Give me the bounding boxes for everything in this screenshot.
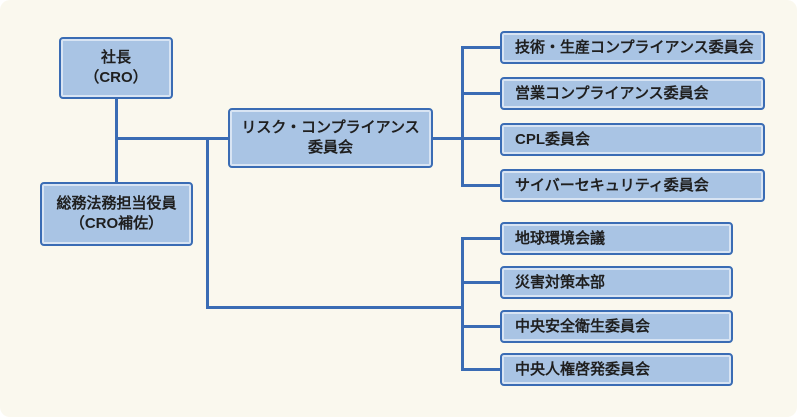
node-legal-officer-label-line1: 総務法務担当役員 <box>56 194 177 212</box>
stub-other-1 <box>461 237 500 240</box>
stub-compliance-4 <box>461 184 500 187</box>
body-label: 中央人権啓発委員会 <box>515 361 651 378</box>
node-risk-committee-label-line1: リスク・コンプライアンス <box>241 118 420 136</box>
body-label: 中央安全衛生委員会 <box>515 318 651 335</box>
committee-label: CPL委員会 <box>515 131 591 148</box>
node-body-global-environment: 地球環境会議 <box>500 222 733 255</box>
node-body-disaster-response: 災害対策本部 <box>500 266 733 299</box>
stub-compliance-3 <box>461 137 500 140</box>
node-risk-committee-label-line2: 委員会 <box>307 139 353 156</box>
node-body-central-safety-health: 中央安全衛生委員会 <box>500 310 733 343</box>
stub-other-4 <box>461 368 500 371</box>
committee-label: 営業コンプライアンス委員会 <box>515 85 709 102</box>
node-president: 社長 （CRO） <box>59 37 173 99</box>
node-committee-cybersecurity: サイバーセキュリティ委員会 <box>500 169 765 202</box>
committee-label: サイバーセキュリティ委員会 <box>515 177 709 194</box>
stub-compliance-1 <box>461 46 500 49</box>
spine-compliance-group <box>461 46 464 187</box>
connector-risk-to-spine <box>433 137 464 140</box>
node-committee-cpl: CPL委員会 <box>500 123 765 156</box>
node-committee-tech-production: 技術・生産コンプライアンス委員会 <box>500 31 765 64</box>
stub-other-3 <box>461 325 500 328</box>
node-president-label-line1: 社長 <box>100 48 131 66</box>
connector-feed-other-bodies <box>206 306 464 309</box>
connector-trunk-to-risk-committee <box>115 137 228 140</box>
spine-other-bodies-group <box>461 237 464 371</box>
node-committee-sales: 営業コンプライアンス委員会 <box>500 77 765 110</box>
node-legal-officer-label-line2: （CRO補佐） <box>69 215 164 232</box>
body-label: 災害対策本部 <box>515 274 606 291</box>
body-label: 地球環境会議 <box>515 230 606 247</box>
node-body-central-human-rights: 中央人権啓発委員会 <box>500 353 733 386</box>
connector-president-to-officer <box>115 99 118 184</box>
node-president-label-line2: （CRO） <box>84 69 148 86</box>
connector-junction-drop <box>206 137 209 309</box>
stub-compliance-2 <box>461 92 500 95</box>
stub-other-2 <box>461 281 500 284</box>
node-legal-officer: 総務法務担当役員 （CRO補佐） <box>40 182 193 246</box>
committee-label: 技術・生産コンプライアンス委員会 <box>515 39 754 56</box>
node-risk-compliance-committee: リスク・コンプライアンス 委員会 <box>228 108 433 168</box>
